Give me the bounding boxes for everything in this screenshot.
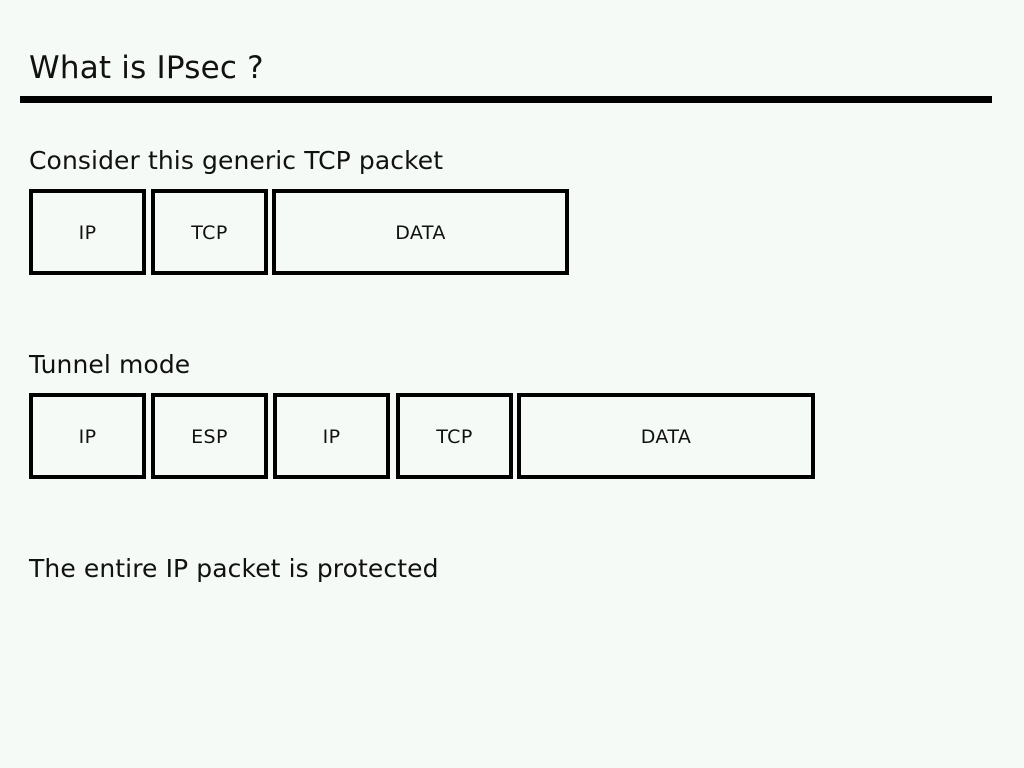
generic-packet-heading: Consider this generic TCP packet — [29, 146, 444, 175]
packet-field-label: TCP — [436, 425, 473, 448]
packet-field-inner-ip: IP — [273, 393, 390, 479]
packet-field-label: DATA — [640, 425, 692, 448]
title-divider — [20, 96, 992, 103]
page-title: What is IPsec ? — [29, 50, 264, 86]
packet-field-data: DATA — [517, 393, 815, 479]
packet-field-label: ESP — [191, 425, 228, 448]
packet-field-label: IP — [322, 425, 341, 448]
packet-field-ip: IP — [29, 189, 146, 275]
packet-field-label: TCP — [191, 221, 228, 244]
packet-field-label: IP — [78, 425, 97, 448]
packet-field-tcp: TCP — [396, 393, 513, 479]
packet-field-label: DATA — [395, 221, 446, 244]
packet-field-tcp: TCP — [151, 189, 268, 275]
protection-note: The entire IP packet is protected — [29, 554, 439, 583]
tunnel-mode-heading: Tunnel mode — [29, 350, 191, 379]
packet-field-outer-ip: IP — [29, 393, 146, 479]
packet-field-esp: ESP — [151, 393, 268, 479]
packet-field-data: DATA — [272, 189, 569, 275]
packet-field-label: IP — [78, 221, 97, 244]
